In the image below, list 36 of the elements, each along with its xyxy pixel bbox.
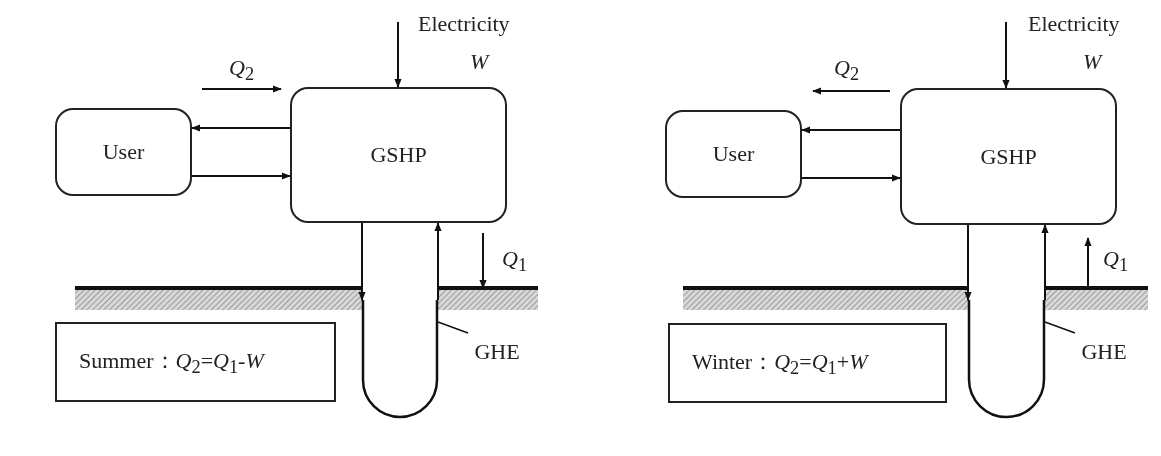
electricity-label: Electricity [1028, 13, 1120, 35]
u-tube-drawing [968, 300, 1045, 418]
work-symbol: W [1083, 51, 1102, 73]
ghe-label: GHE [1075, 334, 1133, 370]
box-label: User [102, 139, 145, 165]
formula-text: Winter：Q$_{2}$=Q$_{1}$+W [692, 347, 868, 380]
box-label: User [712, 141, 755, 167]
arrow [801, 126, 901, 134]
leader-line [1044, 321, 1076, 334]
user-box [665, 110, 802, 198]
arrow [1002, 21, 1010, 89]
heat-symbol: Q$_{2}$ [229, 57, 255, 84]
arrow [191, 124, 291, 132]
box-label: GSHP [370, 142, 427, 168]
heat-symbol: Q$_{1}$ [1103, 248, 1129, 275]
arrow [191, 172, 291, 180]
arrow [801, 174, 901, 182]
arrow [964, 224, 972, 301]
arrow [1041, 224, 1049, 301]
heat-symbol: Q$_{1}$ [502, 248, 528, 275]
gshp-box [290, 87, 507, 223]
ghe-label: GHE [468, 334, 526, 370]
arrow [394, 21, 402, 88]
formula-box [55, 322, 336, 402]
leader-line [437, 321, 469, 334]
electricity-label: Electricity [418, 13, 510, 35]
gshp-box [900, 88, 1117, 225]
work-symbol: W [470, 51, 489, 73]
box-label: GSHP [980, 143, 1037, 170]
formula-box [668, 323, 947, 403]
u-tube-drawing [362, 300, 438, 418]
user-box [55, 108, 192, 196]
arrow [358, 222, 366, 301]
arrow [434, 222, 442, 301]
heat-symbol: Q$_{2}$ [834, 57, 860, 84]
formula-text: Summer：Q$_{2}$=Q$_{1}$-W [79, 346, 264, 379]
